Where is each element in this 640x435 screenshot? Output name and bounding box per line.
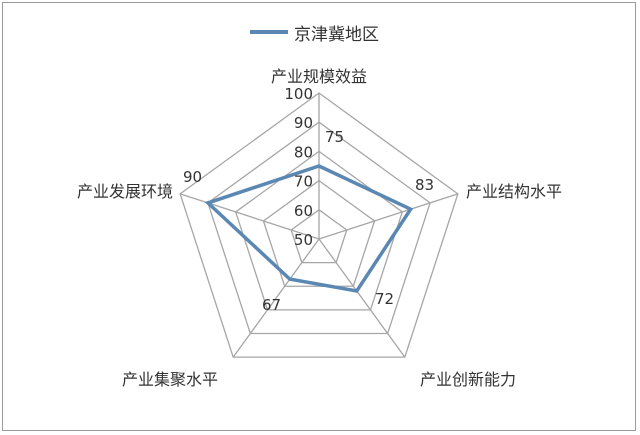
data-label: 83: [415, 176, 434, 194]
grid-ring: [290, 208, 348, 264]
series-line: [204, 164, 414, 293]
tick-label: 90: [294, 114, 313, 132]
grid-spoke: [318, 193, 459, 240]
grid-spoke: [318, 238, 406, 358]
category-label: 产业规模效益: [271, 67, 367, 86]
data-label: 90: [183, 168, 202, 186]
grid-ring: [234, 150, 404, 311]
tick-label: 50: [294, 231, 313, 249]
grid-spoke: [179, 193, 320, 240]
category-label: 产业集聚水平: [122, 370, 218, 389]
chart-frame: [2, 2, 636, 431]
data-label: 72: [375, 290, 394, 308]
data-label: 75: [325, 128, 344, 146]
legend-label: 京津冀地区: [294, 25, 379, 45]
legend: 京津冀地区: [250, 25, 379, 45]
tick-label: 70: [294, 173, 313, 191]
grid-spoke: [232, 238, 320, 358]
grid-ring: [262, 179, 376, 287]
category-label: 产业发展环境: [77, 182, 173, 201]
category-label: 产业创新能力: [420, 370, 516, 389]
tick-label: 60: [294, 202, 313, 220]
grid-ring: [207, 121, 431, 335]
tick-label: 100: [284, 85, 313, 103]
category-label: 产业结构水平: [466, 182, 562, 201]
data-label: 67: [262, 296, 281, 314]
tick-label: 80: [294, 143, 313, 161]
grid-ring: [179, 92, 459, 358]
